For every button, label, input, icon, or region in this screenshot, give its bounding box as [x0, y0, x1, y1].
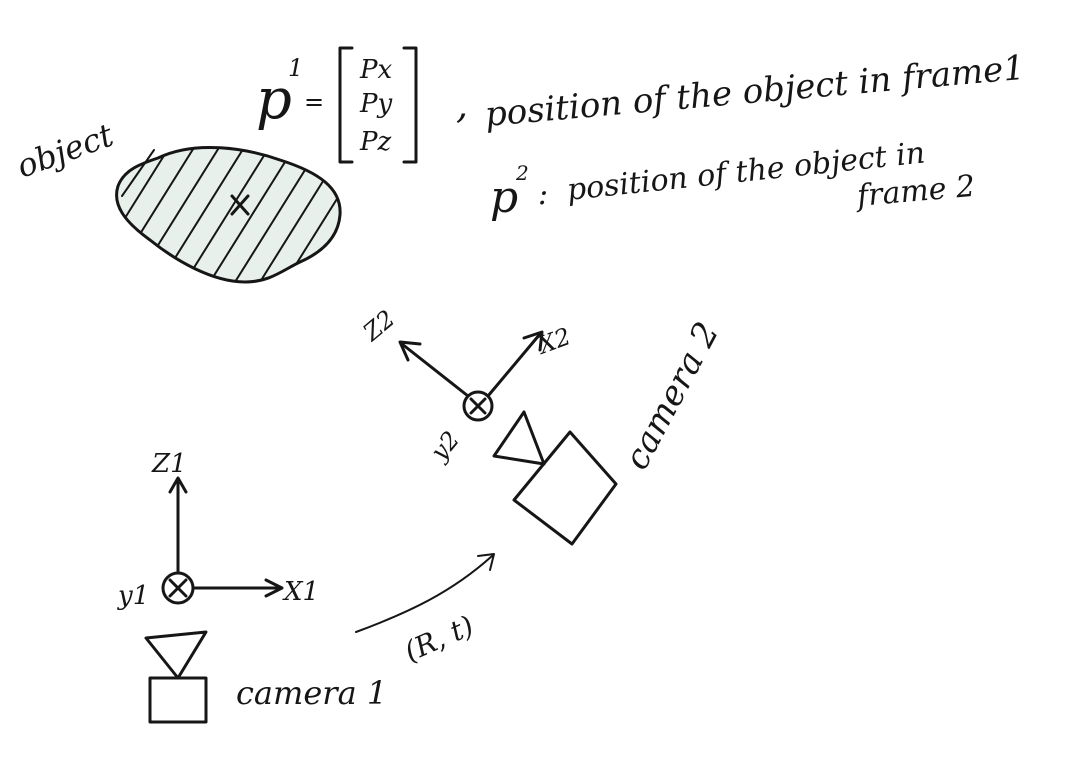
camera1-body: [148, 676, 208, 724]
x1-label: X1: [282, 577, 319, 607]
y2-label: y2: [425, 426, 466, 467]
p2-separator: :: [538, 177, 548, 212]
y2-into-page-icon: [462, 390, 494, 422]
transform-arrow: [355, 553, 495, 633]
x1-arrowhead: [264, 578, 284, 598]
object-label: object: [12, 116, 119, 186]
z1-arrowhead: [168, 476, 188, 494]
y1-label: y1: [117, 581, 149, 611]
vector-right-bracket: [402, 46, 418, 164]
object-blob: [115, 145, 342, 284]
camera1-frame: Z1 X1 y1: [117, 449, 319, 611]
vector-left-bracket: [338, 46, 354, 164]
p1-symbol: p: [256, 67, 292, 132]
p2-superscript: 2: [515, 161, 529, 185]
camera1-lens: [144, 630, 208, 680]
z1-label: Z1: [151, 449, 187, 479]
x2-arrowhead: [522, 330, 544, 352]
p1-equals: =: [304, 88, 324, 116]
camera1-label: camera 1: [236, 674, 387, 712]
vector-pz: Pz: [359, 127, 391, 157]
object-center-marker: [230, 194, 250, 216]
camera2-frame: Z2 X2 y2: [357, 305, 574, 467]
x2-label: X2: [533, 322, 575, 360]
vector-px: Px: [359, 55, 392, 85]
p1-comma: ,: [456, 83, 468, 127]
camera2-label: camera 2: [617, 316, 728, 477]
vector-py: Py: [359, 89, 392, 119]
camera1-icon: [144, 630, 208, 724]
z2-label: Z2: [357, 305, 400, 348]
p1-superscript: 1: [288, 54, 303, 82]
p2-symbol: p: [490, 172, 518, 223]
camera2-body: [512, 430, 618, 546]
p1-description: position of the object in frame1: [483, 48, 1026, 135]
camera2-lens: [492, 410, 546, 466]
position2-definition: p 2 : position of the object in frame 2: [490, 136, 976, 223]
y1-into-page-icon: [161, 571, 195, 605]
camera2-icon: [492, 410, 618, 546]
transform-label: (R, t): [399, 609, 478, 668]
z2-axis: [400, 342, 470, 398]
z2-arrowhead: [398, 340, 422, 362]
x2-axis: [486, 332, 542, 398]
